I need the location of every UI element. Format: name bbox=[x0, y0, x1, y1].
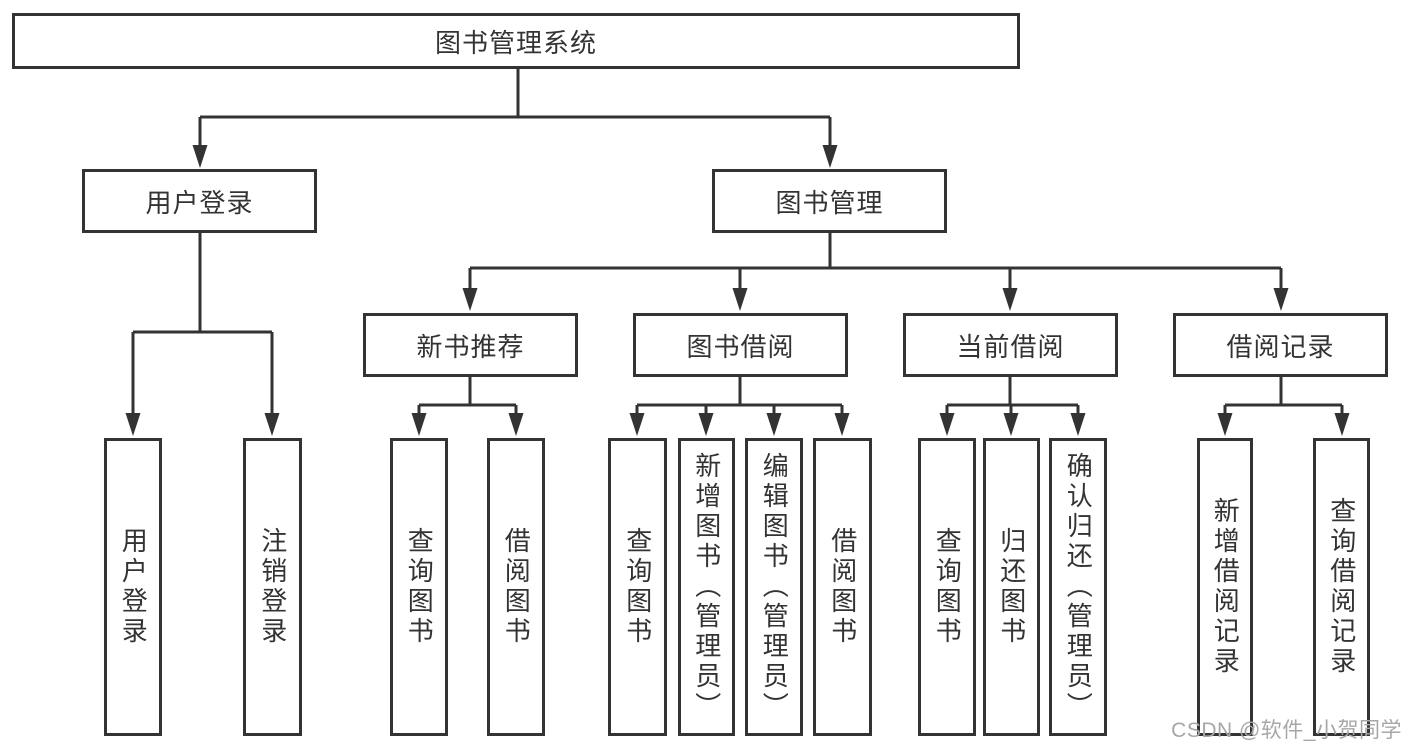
arrowhead-icon bbox=[1003, 413, 1019, 436]
node-user-login: 用户登录 bbox=[82, 169, 317, 233]
arrowhead-icon bbox=[508, 413, 524, 436]
arrowhead-icon bbox=[1273, 288, 1289, 311]
node-label: 用户登录 bbox=[145, 187, 254, 218]
leaf-label: 新增借阅记录 bbox=[1210, 497, 1241, 677]
node-book-mgmt: 图书管理 bbox=[712, 169, 947, 233]
node-label: 图书管理 bbox=[775, 187, 884, 218]
leaf-label: 借阅图书 bbox=[827, 527, 858, 647]
arrowhead-icon bbox=[766, 413, 782, 436]
leaf-label: 查询图书 bbox=[932, 527, 963, 647]
arrowhead-icon bbox=[1334, 413, 1350, 436]
leaf-label: 查询图书 bbox=[404, 527, 435, 647]
node-label: 新书推荐 bbox=[416, 331, 525, 362]
leaf-label: 查询借阅记录 bbox=[1326, 497, 1357, 677]
leaf-label: 查询图书 bbox=[622, 527, 653, 647]
node-new-books: 新书推荐 bbox=[363, 313, 578, 377]
leaf-borrow-books: 借阅图书 bbox=[813, 438, 872, 736]
node-root-label: 图书管理系统 bbox=[434, 27, 597, 58]
arrowhead-icon bbox=[834, 413, 850, 436]
arrowhead-icon bbox=[1002, 288, 1018, 311]
connector-new-books bbox=[411, 377, 524, 436]
arrowhead-icon bbox=[822, 145, 838, 168]
leaf-user-login: 用户登录 bbox=[104, 438, 162, 736]
leaf-edit-book-admin: 编辑图书（管理员） bbox=[745, 438, 803, 736]
leaf-query-borrow-record: 查询借阅记录 bbox=[1313, 438, 1370, 736]
arrowhead-icon bbox=[264, 413, 280, 436]
leaf-label: 编辑图书（管理员） bbox=[759, 452, 790, 722]
arrowhead-icon bbox=[411, 413, 427, 436]
connector-current bbox=[939, 377, 1086, 436]
leaf-add-borrow-record: 新增借阅记录 bbox=[1197, 438, 1253, 736]
leaf-return-book: 归还图书 bbox=[983, 438, 1040, 736]
connector-borrow bbox=[629, 377, 850, 436]
node-current: 当前借阅 bbox=[903, 313, 1118, 377]
arrowhead-icon bbox=[629, 413, 645, 436]
leaf-query-books-borrow: 查询图书 bbox=[608, 438, 667, 736]
watermark: CSDN @软件_小贺同学 bbox=[1171, 719, 1402, 742]
node-borrow: 图书借阅 bbox=[633, 313, 848, 377]
leaf-query-books-current: 查询图书 bbox=[918, 438, 976, 736]
leaf-add-book-admin: 新增图书（管理员） bbox=[678, 438, 735, 736]
leaf-logout: 注销登录 bbox=[243, 438, 302, 736]
leaf-borrow-books-new: 借阅图书 bbox=[487, 438, 545, 736]
leaf-label: 确认归还（管理员） bbox=[1063, 452, 1094, 722]
node-records: 借阅记录 bbox=[1173, 313, 1388, 377]
connector-root bbox=[192, 69, 838, 168]
leaf-label: 新增图书（管理员） bbox=[691, 452, 722, 722]
leaf-confirm-return-admin: 确认归还（管理员） bbox=[1049, 438, 1107, 736]
arrowhead-icon bbox=[939, 413, 955, 436]
arrowhead-icon bbox=[1070, 413, 1086, 436]
node-label: 图书借阅 bbox=[686, 331, 795, 362]
node-root: 图书管理系统 bbox=[12, 13, 1020, 69]
leaf-query-books-new: 查询图书 bbox=[390, 438, 448, 736]
node-label: 当前借阅 bbox=[956, 331, 1065, 362]
arrowhead-icon bbox=[698, 413, 714, 436]
leaf-label: 借阅图书 bbox=[501, 527, 532, 647]
connector-records bbox=[1217, 377, 1350, 436]
arrowhead-icon bbox=[125, 413, 141, 436]
connector-book-mgmt bbox=[462, 233, 1289, 311]
leaf-label: 归还图书 bbox=[996, 527, 1027, 647]
leaf-label: 注销登录 bbox=[257, 527, 288, 647]
arrowhead-icon bbox=[1217, 413, 1233, 436]
arrowhead-icon bbox=[462, 288, 478, 311]
leaf-label: 用户登录 bbox=[118, 527, 149, 647]
node-label: 借阅记录 bbox=[1226, 331, 1335, 362]
arrowhead-icon bbox=[192, 145, 208, 168]
connector-user-login bbox=[125, 233, 280, 436]
arrowhead-icon bbox=[732, 288, 748, 311]
